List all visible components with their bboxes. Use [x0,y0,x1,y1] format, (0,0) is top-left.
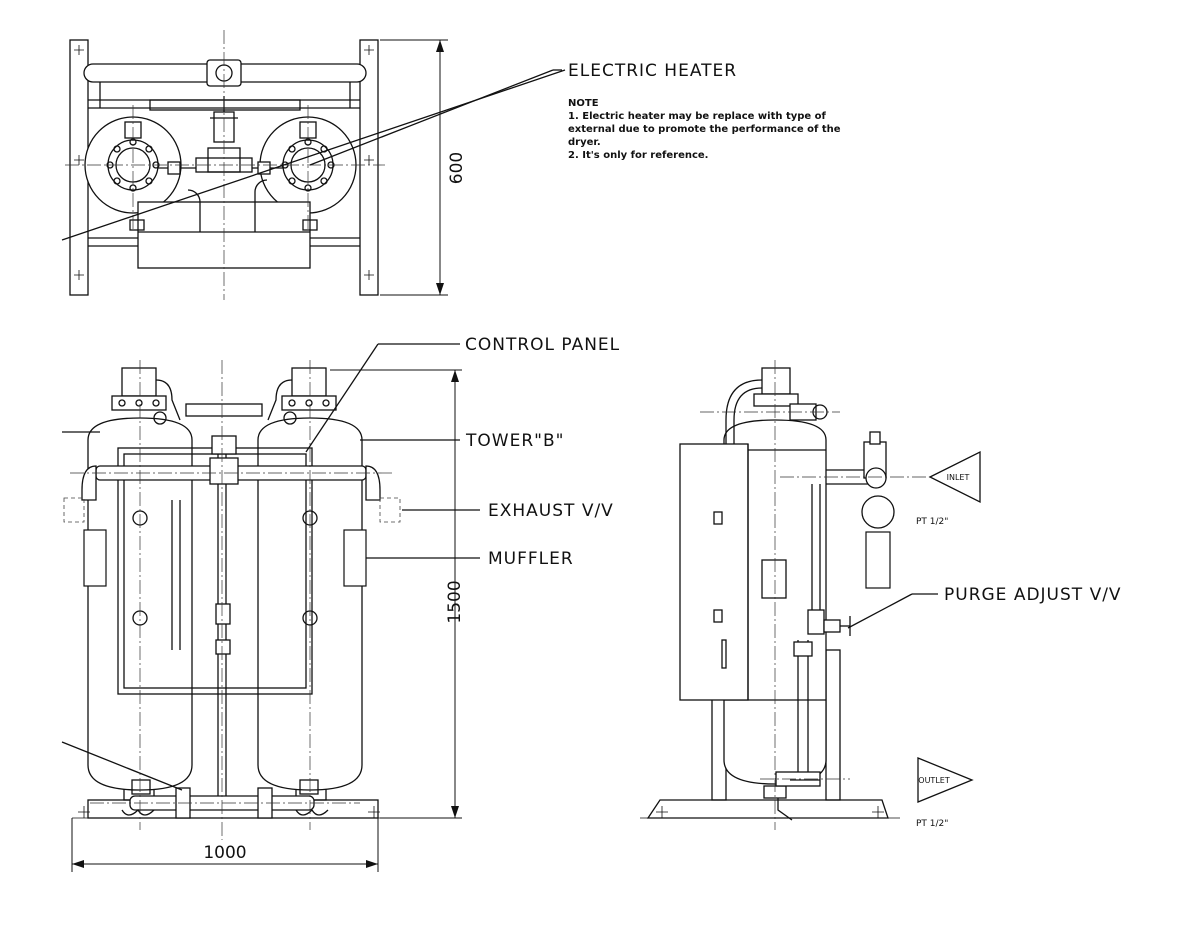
inlet-label: INLET [947,473,970,482]
top-view [65,30,448,300]
note-line-2: external due to promote the performance … [568,124,841,135]
note-line-1: 1. Electric heater may be replace with t… [568,111,827,122]
front-view [63,360,462,872]
note-line-4: 2. It's only for reference. [568,150,708,161]
outlet-label: OUTLET [918,776,950,785]
label-exhaust-vv: EXHAUST V/V [488,501,614,521]
muffler-left [83,529,107,587]
label-muffler: MUFFLER [488,549,574,569]
front-flange-bolts [118,399,330,407]
note-line-3: dryer. [568,137,601,148]
label-purge-adjust-vv: PURGE ADJUST V/V [944,585,1122,605]
side-view [640,360,981,830]
dim-front-height: 1500 [445,580,465,623]
outlet-flag [917,757,974,803]
inlet-size: PT 1/2" [916,517,948,527]
top-rail-bolts [74,45,374,280]
front-leaders [61,343,480,791]
label-control-panel: CONTROL PANEL [465,335,620,355]
dim-top-depth: 600 [447,152,467,184]
dim-front-width: 1000 [203,843,246,863]
note-title: NOTE [568,98,599,109]
label-tower-b: TOWER"B" [465,431,564,451]
label-electric-heater: ELECTRIC HEATER [568,61,737,81]
muffler-right [343,529,367,587]
outlet-size: PT 1/2" [916,819,948,829]
inlet-flag [928,450,981,504]
side-muffler [865,531,891,589]
